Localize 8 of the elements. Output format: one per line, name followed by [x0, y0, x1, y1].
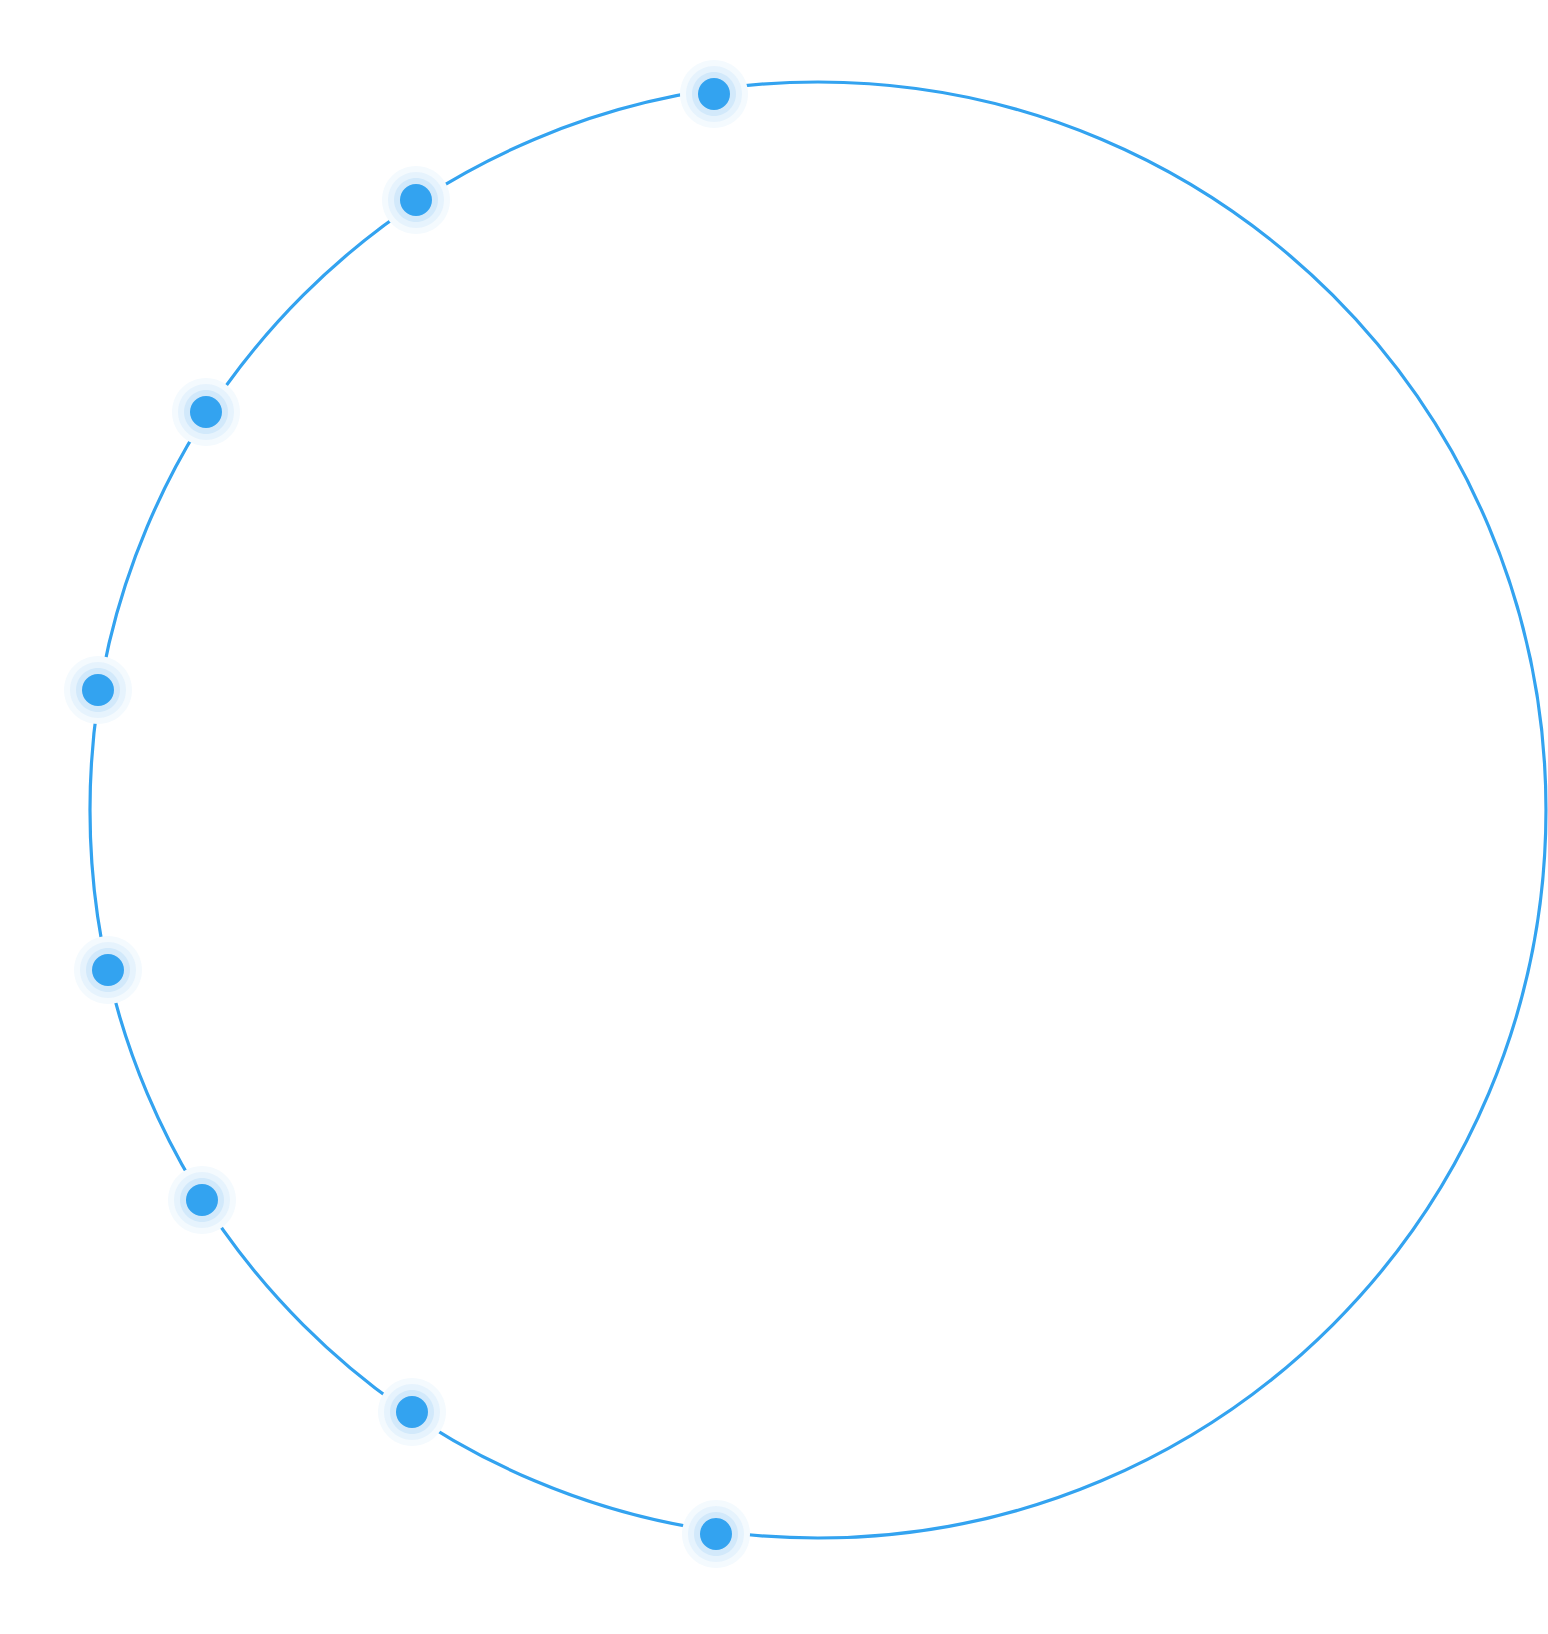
glowing-dot — [172, 378, 240, 446]
glowing-dot — [680, 60, 748, 128]
ring-circle — [88, 80, 1548, 1540]
glowing-dot — [168, 1166, 236, 1234]
glowing-dot — [382, 166, 450, 234]
glowing-dot — [64, 656, 132, 724]
glowing-dot — [682, 1500, 750, 1568]
glowing-dot — [74, 936, 142, 1004]
